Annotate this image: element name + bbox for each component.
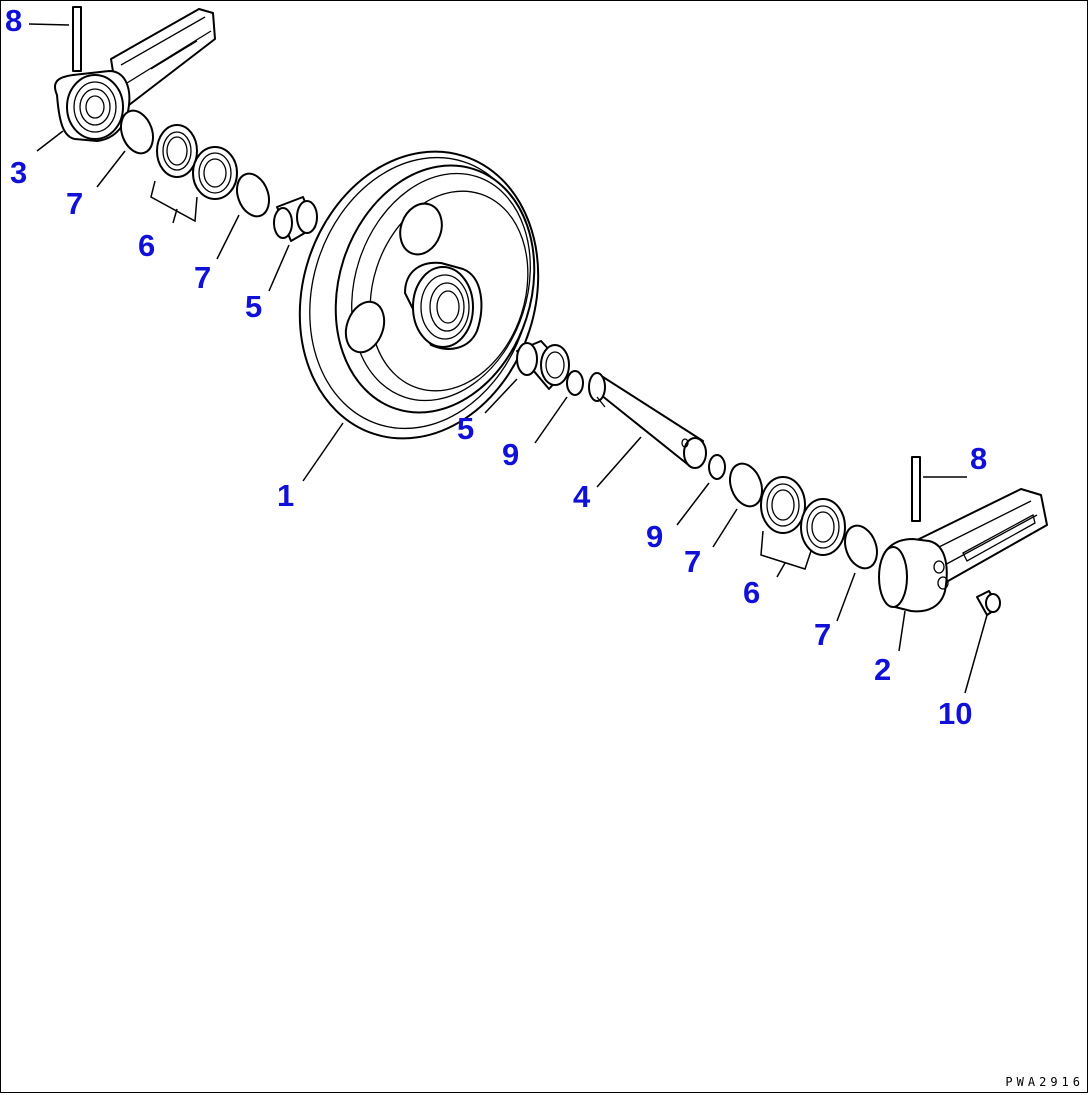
callout-8-left: 8 <box>5 3 23 38</box>
callout-7-b: 7 <box>194 260 212 295</box>
bushing-5a <box>273 196 318 242</box>
callout-3: 3 <box>10 155 28 190</box>
idler-wheel-1 <box>298 150 540 440</box>
callout-5-b: 5 <box>457 411 475 446</box>
o-ring-7b <box>236 172 270 218</box>
o-ring-7d <box>844 524 878 570</box>
callout-7-d: 7 <box>814 617 832 652</box>
callout-5-a: 5 <box>245 289 263 324</box>
yoke-2 <box>878 488 1048 613</box>
callout-8-right: 8 <box>970 441 988 476</box>
pin-8-left <box>70 6 84 83</box>
callout-1: 1 <box>277 478 295 513</box>
o-ring-7c <box>729 462 763 508</box>
floating-seal-6b <box>760 476 846 556</box>
callout-7-a: 7 <box>66 186 84 221</box>
callout-9-b: 9 <box>646 519 664 554</box>
callout-6-a: 6 <box>138 228 156 263</box>
callout-4: 4 <box>573 479 591 514</box>
o-ring-7a <box>120 109 154 155</box>
drawing-code: PWA2916 <box>1005 1075 1084 1089</box>
callout-2: 2 <box>874 652 892 687</box>
callout-7-c: 7 <box>684 544 702 579</box>
shaft-4 <box>588 372 707 469</box>
leader-lines <box>28 23 988 694</box>
floating-seal-6a <box>156 124 238 200</box>
o-ring-9a <box>566 370 584 396</box>
callout-10: 10 <box>938 696 973 731</box>
callout-9-a: 9 <box>502 437 520 472</box>
o-ring-9b <box>708 454 726 480</box>
yoke-3 <box>54 8 216 142</box>
plug-10 <box>976 590 1001 616</box>
callout-6-b: 6 <box>743 575 761 610</box>
bushing-5b <box>516 340 570 390</box>
